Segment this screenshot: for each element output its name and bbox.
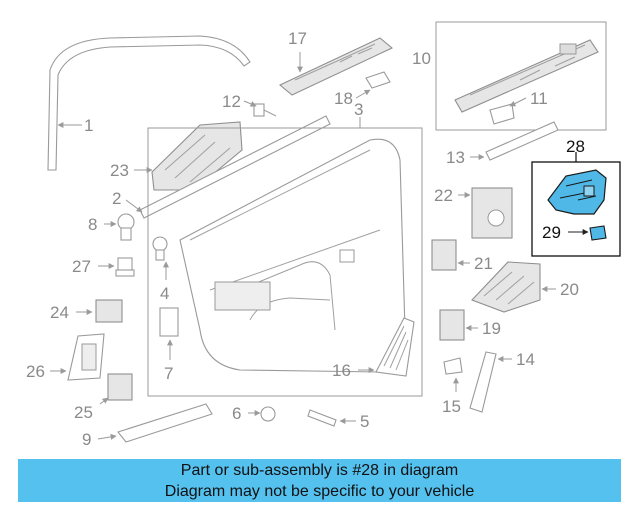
callout-2: 2	[112, 189, 121, 208]
part-12-bolt	[253, 103, 277, 117]
leader-9	[97, 433, 117, 440]
callout-25: 25	[74, 403, 93, 422]
callout-16: 16	[332, 361, 351, 380]
callout-22: 22	[434, 186, 453, 205]
callout-8: 8	[88, 215, 97, 234]
leader-11	[509, 97, 527, 107]
callout-18: 18	[334, 89, 353, 108]
callout-4: 4	[160, 284, 169, 303]
callout-10: 10	[412, 49, 431, 68]
part-2-strip	[139, 115, 331, 219]
part-23-switch	[151, 121, 243, 191]
part-18-clip	[365, 71, 391, 89]
part-27-clip	[115, 257, 135, 277]
part-16-grille	[375, 317, 415, 377]
part-28-door-handle[interactable]	[547, 169, 607, 215]
callout-21: 21	[474, 254, 493, 273]
part-25-switch	[107, 373, 133, 401]
part-5-bolt	[307, 409, 337, 427]
part-15-clip	[443, 357, 463, 375]
part-14-strip	[469, 351, 497, 413]
callout-1: 1	[84, 116, 93, 135]
banner-line-1: Part or sub-assembly is #28 in diagram	[180, 462, 459, 479]
part-8-clip	[117, 213, 135, 241]
callout-12: 12	[222, 92, 241, 111]
part-17-trim	[278, 37, 394, 96]
part-3-door-panel	[147, 127, 423, 397]
part-4-clip	[152, 236, 168, 261]
callout-9: 9	[82, 430, 91, 449]
part-7-bracket	[159, 307, 179, 337]
part-20-switch	[471, 261, 541, 313]
part-22-switch	[471, 187, 513, 239]
callout-11: 11	[530, 89, 548, 108]
part-28-highlight-box	[531, 152, 621, 257]
part-10-switch-panel	[435, 21, 607, 131]
callout-5: 5	[360, 412, 369, 431]
callout-24: 24	[50, 303, 69, 322]
part-26-bezel	[67, 333, 105, 381]
part-9-sill	[117, 403, 213, 443]
callout-28: 28	[566, 137, 585, 156]
part-6-screw	[260, 406, 276, 422]
callout-27: 27	[72, 257, 91, 276]
part-24-switch	[95, 299, 123, 323]
callout-14: 14	[516, 350, 535, 369]
banner-line-2: Diagram may not be specific to your vehi…	[164, 483, 475, 500]
callout-17: 17	[288, 29, 307, 48]
part-21-switch	[431, 239, 457, 271]
callout-15: 15	[442, 397, 461, 416]
callout-19: 19	[482, 319, 501, 338]
callout-13: 13	[446, 148, 465, 167]
callout-6: 6	[232, 404, 241, 423]
leader-18	[355, 89, 371, 99]
callout-labels: 1 2 3 4 5 6 7 8 9 10 11 12 13 14 15 16 1…	[26, 29, 585, 449]
callout-20: 20	[560, 280, 579, 299]
callout-3: 3	[354, 100, 363, 119]
leader-25	[99, 397, 109, 405]
part-13-strip	[485, 121, 559, 161]
leader-12	[243, 100, 257, 107]
part-1-weatherstrip	[47, 35, 251, 171]
part-11	[489, 103, 515, 125]
callout-7: 7	[164, 364, 173, 383]
leader-2	[125, 199, 143, 213]
part-19-switch	[439, 309, 465, 341]
parts-diagram: 1 2 3 4 5 6 7 8 9 10 11 12 13 14 15 16 1…	[26, 21, 621, 449]
info-banner: Part or sub-assembly is #28 in diagram D…	[18, 459, 621, 502]
callout-26: 26	[26, 362, 45, 381]
part-29-screw[interactable]	[589, 225, 607, 241]
callout-29: 29	[542, 223, 561, 242]
callout-23: 23	[110, 161, 129, 180]
